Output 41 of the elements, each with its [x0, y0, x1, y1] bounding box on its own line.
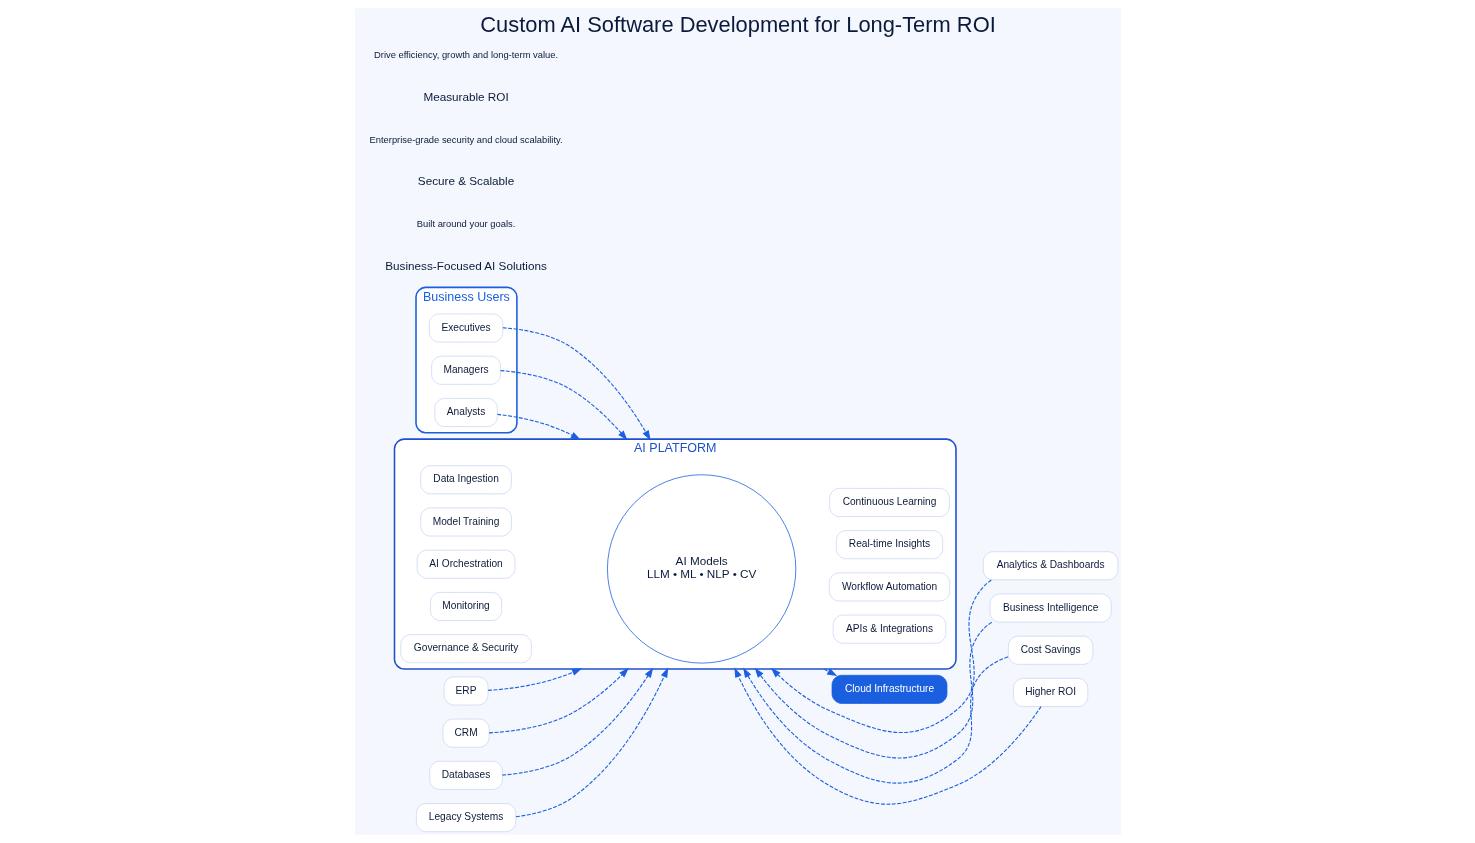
node-box: Analytics & Dashboards [982, 551, 1118, 581]
arrow [501, 667, 653, 776]
label: Enterprise-grade security and cloud scalability. [368, 134, 563, 145]
node-box: Governance & Security [399, 634, 532, 664]
node-box: APIs & Integrations [832, 614, 946, 644]
arrow [823, 668, 837, 677]
node-box: Databases [428, 760, 503, 790]
node-box: Workflow Automation [828, 572, 950, 602]
node-circle: AI Models LLM • ML • NLP • CV [606, 474, 796, 664]
arrow [487, 668, 582, 691]
arrow [733, 667, 1042, 805]
label: Business-Focused AI Solutions [384, 258, 547, 272]
node-box: Data Ingestion [419, 465, 512, 495]
node-box: ERP [443, 676, 488, 706]
diagram-title: Custom AI Software Development for Long-Term ROI [479, 11, 996, 37]
node-box: Analysts [433, 398, 498, 427]
node-box: Monitoring [429, 592, 502, 621]
label: Drive efficiency, growth and long-term value. [373, 50, 558, 61]
arrow [501, 327, 651, 441]
node-box: Higher ROI [1012, 678, 1088, 707]
node-box: AI Orchestration [416, 549, 515, 579]
arrow [488, 667, 629, 734]
arrow [496, 413, 581, 440]
label: Measurable ROI [422, 89, 509, 103]
node-box: Business Intelligence [989, 593, 1112, 623]
arrow [770, 579, 992, 733]
node-box: Legacy Systems [415, 803, 516, 833]
arrow [499, 370, 627, 441]
arrow [514, 667, 668, 818]
node-box: Cost Savings [1007, 635, 1093, 665]
node-box: CRM [442, 718, 489, 748]
node-box: Managers [430, 355, 501, 385]
arrow [742, 656, 1009, 784]
label: Built around your goals. [416, 219, 515, 230]
node-box: Executives [428, 313, 503, 343]
label: Secure & Scalable [417, 174, 514, 188]
arrow [754, 621, 992, 759]
node-box: Continuous Learning [828, 488, 950, 517]
node-box: Cloud Infrastructure [831, 674, 947, 704]
node-box: Real-time Insights [835, 530, 943, 560]
node-box: Model Training [419, 507, 512, 537]
